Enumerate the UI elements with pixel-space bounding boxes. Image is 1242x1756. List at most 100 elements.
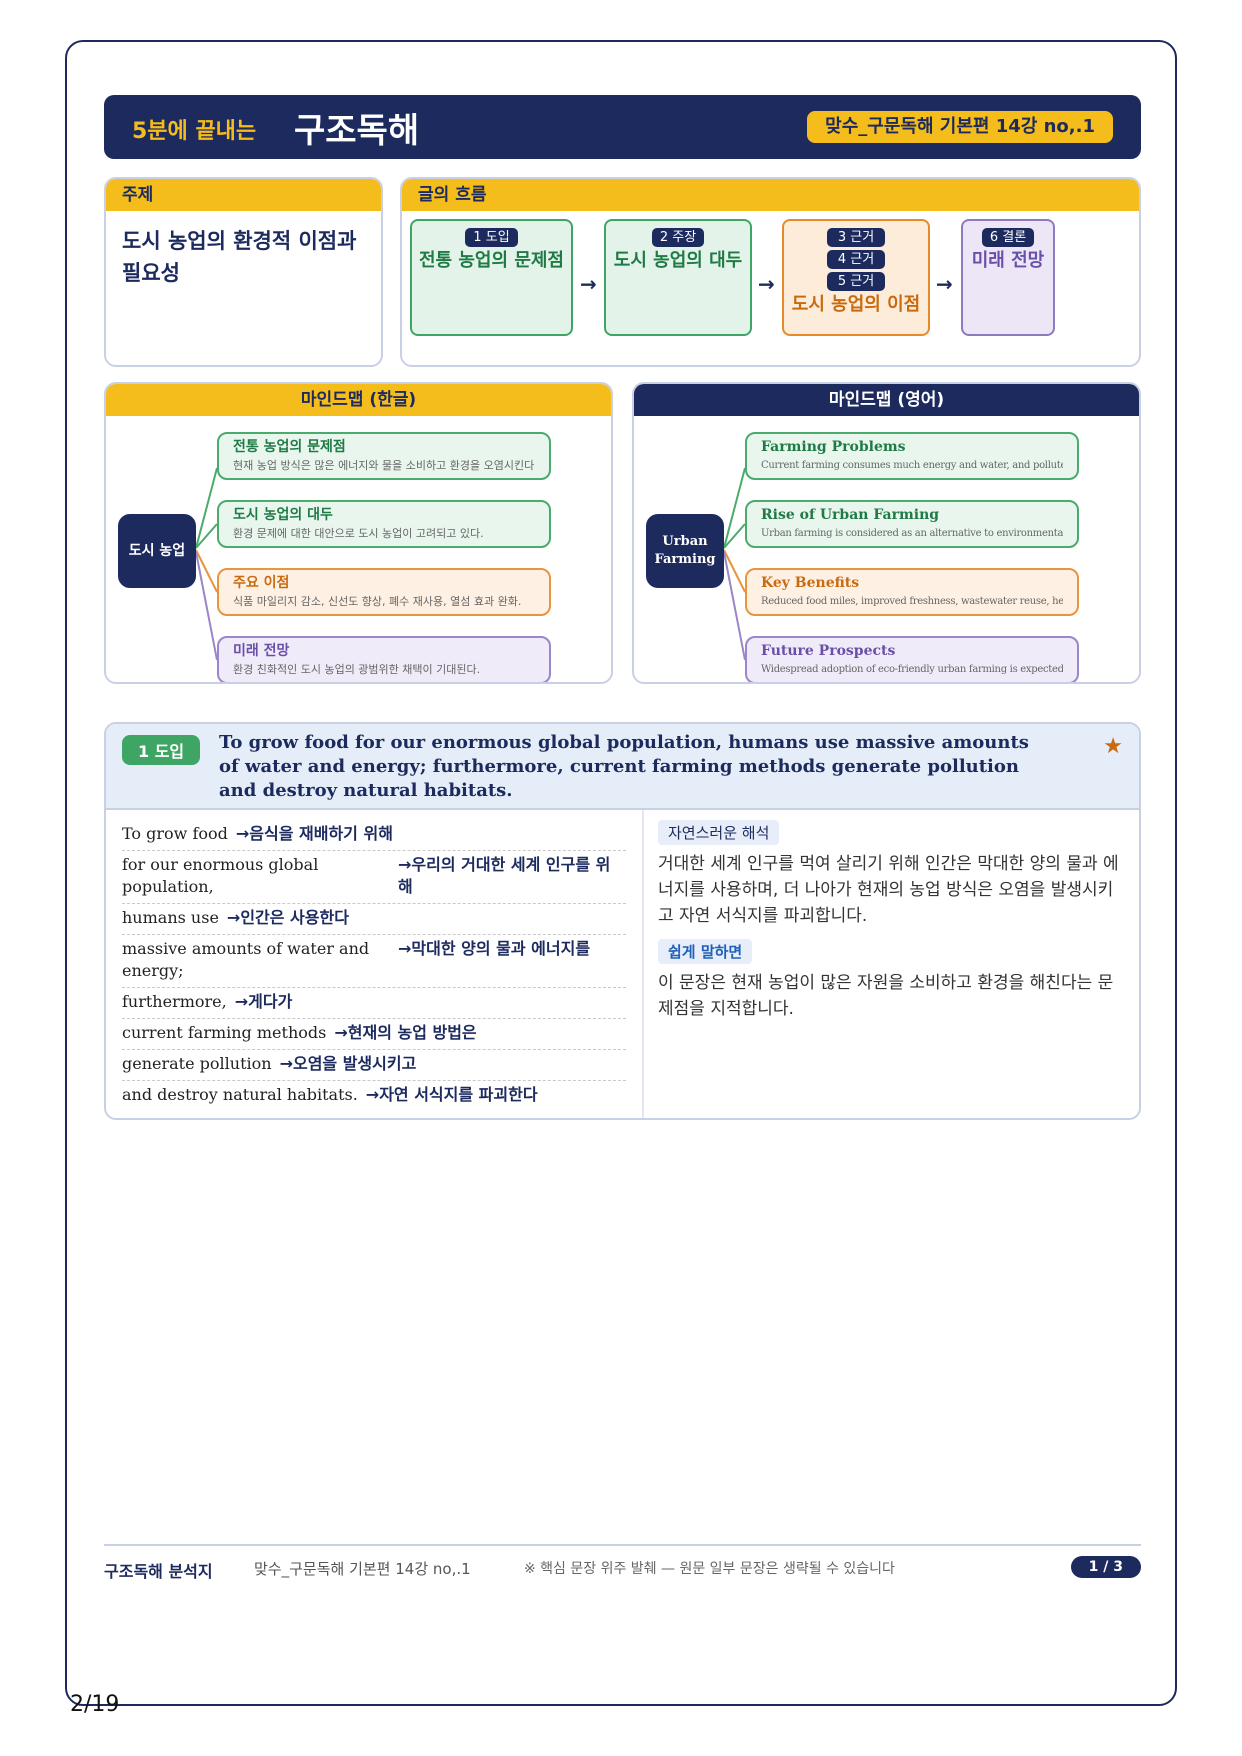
mindmap-node-title: Future Prospects	[761, 643, 896, 659]
flow-arrow: →	[580, 272, 597, 296]
flow-step-evidence: 3 근거 4 근거 5 근거 도시 농업의 이점	[782, 219, 930, 336]
mindmap-node: Key Benefits Reduced food miles, improve…	[745, 568, 1079, 616]
mindmap-node-title: 주요 이점	[233, 575, 290, 591]
mindmap-node-desc: Current farming consumes much energy and…	[761, 460, 1063, 471]
topic-label: 주제	[106, 179, 381, 211]
mindmap-connectors	[723, 467, 746, 661]
chunk-english: generate pollution	[122, 1054, 272, 1073]
chunk-korean: →음식을 재배하기 위해	[235, 824, 393, 843]
sentence-header: 1 도입 To grow food for our enormous globa…	[106, 724, 1139, 810]
mindmap-node: Farming Problems Current farming consume…	[745, 432, 1079, 480]
flow-step-text: 전통 농업의 문제점	[418, 250, 564, 271]
chunk-row: current farming methods →현재의 농업 방법은	[122, 1019, 626, 1050]
mindmap-node-desc: Reduced food miles, improved freshness, …	[761, 596, 1063, 607]
mindmap-node-title: Key Benefits	[761, 575, 860, 591]
mindmap-node: 전통 농업의 문제점 현재 농업 방식은 많은 에너지와 물을 소비하고 환경을…	[217, 432, 551, 480]
chunk-english: for our enormous global population,	[122, 855, 319, 896]
natural-translation-label: 자연스러운 해석	[658, 820, 780, 845]
chunk-korean: →우리의 거대한 세계 인구를 위해	[398, 855, 611, 896]
mindmap-node-desc: 환경 친화적인 도시 농업의 광범위한 채택이 기대된다.	[233, 663, 481, 676]
mindmap-hub: Urban Farming	[646, 514, 724, 588]
header-title: 구조독해	[294, 111, 420, 151]
mindmap-node-title: 전통 농업의 문제점	[233, 439, 346, 455]
chunk-row: massive amounts of water and energy; →막대한…	[122, 935, 626, 988]
mindmap-node: Future Prospects Widespread adoption of …	[745, 636, 1079, 682]
chunk-list: To grow food →음식을 재배하기 위해 for our enormou…	[122, 820, 626, 1112]
mindmap-node-title: 미래 전망	[233, 643, 290, 659]
flow-step-tag: 2 주장	[651, 228, 705, 247]
page-sheet: 5분에 끝내는 구조독해 맞수_구문독해 기본편 14강 no,.1 주제 도시…	[65, 40, 1177, 1706]
chunk-korean: →게다가	[234, 992, 293, 1011]
column-divider	[642, 810, 644, 1118]
flow-step-tag: 4 근거	[827, 250, 885, 269]
topic-box: 주제 도시 농업의 환경적 이점과 필요성	[104, 177, 383, 367]
flow-arrow: →	[758, 272, 775, 296]
mindmap-hub: 도시 농업	[118, 514, 196, 588]
topic-text: 도시 농업의 환경적 이점과 필요성	[122, 229, 357, 285]
mindmap-node-title: Rise of Urban Farming	[761, 507, 940, 523]
chunk-english: massive amounts of water and energy;	[122, 939, 370, 980]
chunk-english: humans use	[122, 908, 219, 927]
chunk-english: current farming methods	[122, 1023, 327, 1042]
chunk-row: To grow food →음식을 재배하기 위해	[122, 820, 626, 851]
chunk-korean: →막대한 양의 물과 에너지를	[398, 939, 591, 958]
flow-step-tag: 5 근거	[827, 272, 885, 291]
mindmap-english: 마인드맵 (영어) Urban Farming Farming Problems…	[632, 382, 1141, 684]
chunk-korean: →오염을 발생시키고	[279, 1054, 417, 1073]
flow-step-text: 도시 농업의 이점	[791, 294, 921, 315]
flow-step-tag: 1 도입	[465, 228, 518, 247]
flow-step-text: 미래 전망	[971, 250, 1045, 271]
mindmap-english-title: 마인드맵 (영어)	[634, 384, 1139, 416]
flow-step-intro: 1 도입 전통 농업의 문제점	[410, 219, 573, 336]
mindmap-node-desc: Widespread adoption of eco-friendly urba…	[761, 664, 1063, 675]
mindmap-node: Rise of Urban Farming Urban farming is c…	[745, 500, 1079, 548]
flow-label: 글의 흐름	[402, 179, 1139, 211]
footer-book: 맞수_구문독해 기본편 14강 no,.1	[254, 1560, 471, 1578]
chunk-english: furthermore,	[122, 992, 227, 1011]
star-icon: ★	[1103, 734, 1123, 759]
easy-explanation-label: 쉽게 말하면	[658, 939, 753, 964]
chunk-korean: →인간은 사용한다	[226, 908, 349, 927]
mindmap-connectors	[195, 467, 218, 661]
translation-panel: 자연스러운 해석 거대한 세계 인구를 먹여 살리기 위해 인간은 막대한 양의…	[658, 820, 1128, 1032]
chunk-row: furthermore, →게다가	[122, 988, 626, 1019]
footer-note: ※ 핵심 문장 위주 발췌 — 원문 일부 문장은 생략될 수 있습니다	[524, 1561, 895, 1577]
mindmap-node-desc: Urban farming is considered as an altern…	[761, 528, 1063, 539]
chunk-korean: →자연 서식지를 파괴한다	[365, 1085, 538, 1104]
mindmap-node-title: 도시 농업의 대두	[233, 507, 333, 523]
flow-step-tag: 3 근거	[827, 228, 885, 247]
footer: 구조독해 분석지 맞수_구문독해 기본편 14강 no,.1 ※ 핵심 문장 위…	[104, 1544, 1141, 1584]
chunk-row: and destroy natural habitats. →자연 서식지를 파괴…	[122, 1081, 626, 1112]
chunk-english: To grow food	[122, 824, 228, 843]
mindmap-node-desc: 식품 마일리지 감소, 신선도 향상, 폐수 재사용, 열섬 효과 완화.	[233, 595, 522, 608]
header-banner: 5분에 끝내는 구조독해 맞수_구문독해 기본편 14강 no,.1	[104, 95, 1141, 159]
mindmap-node-desc: 환경 문제에 대한 대안으로 도시 농업이 고려되고 있다.	[233, 527, 484, 540]
sentence-analysis-section: 1 도입 To grow food for our enormous globa…	[104, 722, 1141, 1120]
flow-step-text: 도시 농업의 대두	[613, 250, 743, 271]
mindmap-node-title: Farming Problems	[761, 439, 906, 455]
header-subtitle: 5분에 끝내는	[132, 119, 257, 144]
flow-step-conclusion: 6 결론 미래 전망	[961, 219, 1055, 336]
flow-arrow: →	[936, 272, 953, 296]
chunk-row: for our enormous global population, →우리의 …	[122, 851, 626, 904]
mindmap-node: 도시 농업의 대두 환경 문제에 대한 대안으로 도시 농업이 고려되고 있다.	[217, 500, 551, 548]
page-indicator: 1 / 3	[1070, 1556, 1141, 1578]
page-number: 2/19	[70, 1692, 120, 1717]
mindmap-korean-title: 마인드맵 (한글)	[106, 384, 611, 416]
chunk-english: and destroy natural habitats.	[122, 1085, 358, 1104]
flow-box: 글의 흐름 1 도입 전통 농업의 문제점 → 2 주장 도시 농업의 대두 →…	[400, 177, 1141, 367]
chunk-row: humans use →인간은 사용한다	[122, 904, 626, 935]
natural-translation-text: 거대한 세계 인구를 먹여 살리기 위해 인간은 막대한 양의 물과 에너지를 …	[658, 854, 1119, 926]
footer-title: 구조독해 분석지	[104, 1562, 213, 1581]
chunk-row: generate pollution →오염을 발생시키고	[122, 1050, 626, 1081]
easy-explanation-text: 이 문장은 현재 농업이 많은 자원을 소비하고 환경을 해친다는 문제점을 지…	[658, 973, 1114, 1019]
flow-step-tag: 6 결론	[981, 228, 1035, 247]
mindmap-node: 미래 전망 환경 친화적인 도시 농업의 광범위한 채택이 기대된다.	[217, 636, 551, 682]
lesson-badge: 맞수_구문독해 기본편 14강 no,.1	[807, 111, 1113, 143]
chunk-korean: →현재의 농업 방법은	[334, 1023, 477, 1042]
mindmap-node-desc: 현재 농업 방식은 많은 에너지와 물을 소비하고 환경을 오염시킨다.	[233, 459, 535, 472]
mindmap-korean: 마인드맵 (한글) 도시 농업 전통 농업의 문제점 현재 농업 방식은 많은 …	[104, 382, 613, 684]
key-sentence: To grow food for our enormous global pop…	[219, 732, 1029, 801]
section-pill: 1 도입	[122, 735, 201, 765]
mindmap-node: 주요 이점 식품 마일리지 감소, 신선도 향상, 폐수 재사용, 열섬 효과 …	[217, 568, 551, 616]
